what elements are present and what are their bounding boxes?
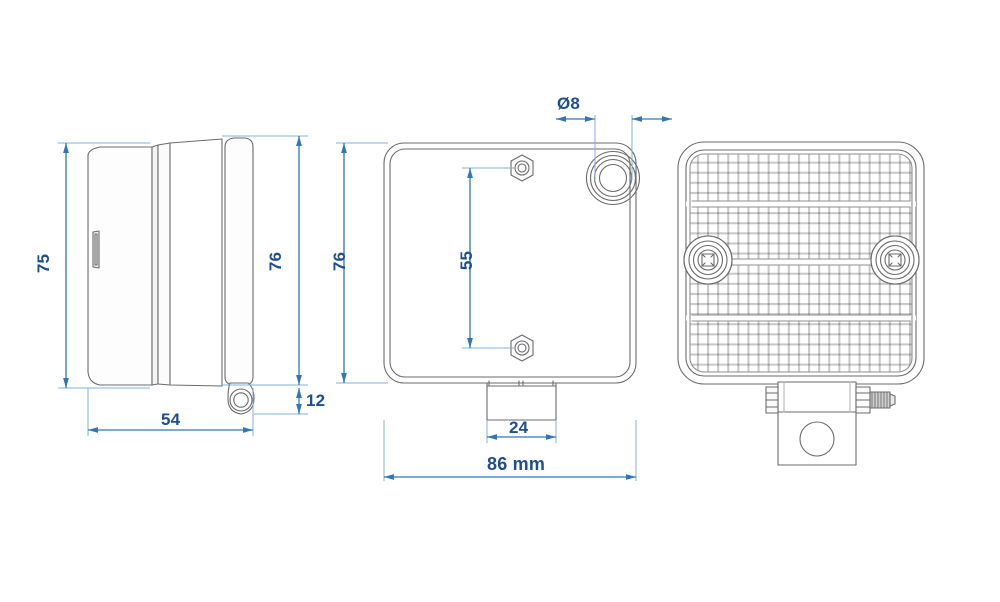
dimension-label-bracket-height-12: 12 [306,391,326,410]
dimension-label-overall-width-86: 86 mm [487,454,546,474]
dimension-label-bolt-spacing-55: 55 [457,250,477,271]
dimension-label-hole-diameter: Ø8 [557,94,581,113]
dimension-label-height-75: 75 [34,253,54,274]
dimension-label-height-76-rear: 76 [330,251,350,272]
dimension-label-depth-54: 54 [161,410,181,429]
dimension-label-connector-width-24: 24 [509,418,529,437]
dimension-label-height-76-side: 76 [266,251,286,272]
